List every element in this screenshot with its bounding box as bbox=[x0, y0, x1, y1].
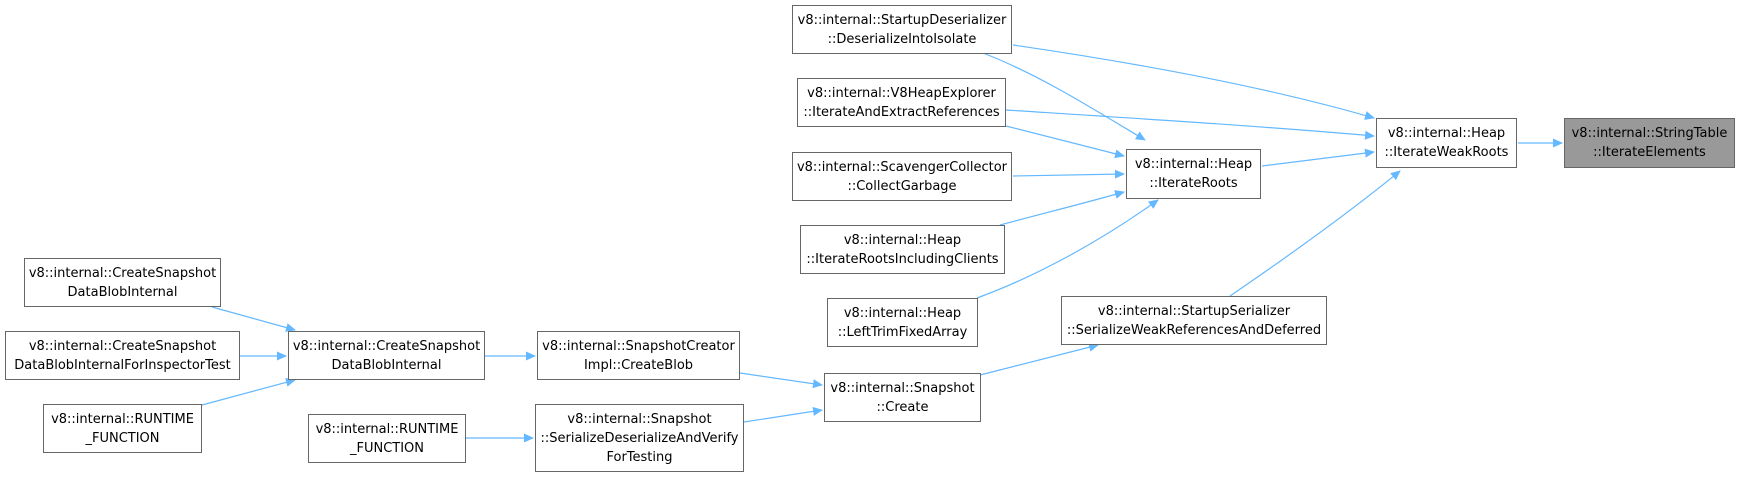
node-label-line: ::LeftTrimFixedArray bbox=[837, 324, 968, 340]
edge-startupser-to-iterateweakroots bbox=[1229, 170, 1401, 297]
node-v8heapexplorer-iterateandextractreferences[interactable]: v8::internal::V8HeapExplorer ::IterateAn… bbox=[797, 78, 1006, 127]
edge-scavenger-to-iterateroots bbox=[1012, 169, 1125, 179]
edge-createblobtop-to-createblobmid bbox=[211, 306, 296, 332]
node-heap-iterateroots[interactable]: v8::internal::Heap ::IterateRoots bbox=[1126, 149, 1261, 199]
edge-heapexplorer-to-iterateweakroots bbox=[1005, 109, 1375, 140]
edge-lefttrim-to-iterateroots bbox=[976, 199, 1159, 299]
edge-rootsclients-to-iterateroots bbox=[999, 190, 1125, 226]
node-label-line: ::Create bbox=[876, 399, 929, 415]
node-snapshot-create[interactable]: v8::internal::Snapshot ::Create bbox=[824, 373, 981, 422]
node-startupdeserializer-deserializeintoisolate[interactable]: v8::internal::StartupDeserializer ::Dese… bbox=[792, 5, 1012, 54]
node-label-line: ForTesting bbox=[606, 449, 673, 465]
node-label-line: v8::internal::V8HeapExplorer bbox=[807, 85, 996, 101]
node-label-line: v8::internal::Heap bbox=[843, 305, 962, 321]
node-label-line: ::CollectGarbage bbox=[847, 178, 957, 194]
node-label-line: ::IterateAndExtractReferences bbox=[803, 104, 1000, 120]
node-label-line: v8::internal::ScavengerCollector bbox=[796, 159, 1008, 175]
node-label-line: v8::internal::SnapshotCreator bbox=[542, 338, 735, 354]
node-createsnapshotdatablobinternal-top[interactable]: v8::internal::CreateSnapshot DataBlobInt… bbox=[24, 258, 221, 307]
node-label-line: v8::internal::CreateSnapshot bbox=[28, 265, 217, 281]
node-label-line: v8::internal::Snapshot bbox=[830, 380, 975, 396]
node-label-line: v8::internal::CreateSnapshot bbox=[28, 338, 217, 354]
node-label-line: v8::internal::StartupSerializer bbox=[1097, 303, 1291, 319]
node-label-line: DataBlobInternal bbox=[67, 284, 178, 300]
node-label-line: ::IterateElements bbox=[1593, 145, 1706, 160]
node-label-line: v8::internal::StringTable bbox=[1571, 126, 1728, 141]
node-heap-iterateweakroots[interactable]: v8::internal::Heap ::IterateWeakRoots bbox=[1376, 118, 1517, 168]
node-snapshotcreatorimpl-createblob[interactable]: v8::internal::SnapshotCreator Impl::Crea… bbox=[537, 331, 740, 380]
node-label-line: ::IterateRootsIncludingClients bbox=[806, 251, 999, 267]
node-label-line: DataBlobInternal bbox=[331, 357, 442, 373]
edge-heapexplorer-to-iterateroots bbox=[1005, 125, 1125, 159]
node-stringtable-iterateelements: v8::internal::StringTable ::IterateEleme… bbox=[1564, 118, 1735, 168]
node-startupserializer-serializeweakreferencesanddeferred[interactable]: v8::internal::StartupSerializer ::Serial… bbox=[1061, 296, 1327, 345]
edge-serializeverify-to-snapshotcreate bbox=[743, 406, 823, 423]
edge-startupdeser-to-iterateroots bbox=[982, 52, 1146, 141]
node-label-line: v8::internal::Snapshot bbox=[567, 411, 712, 427]
node-label-line: ::DeserializeIntoIsolate bbox=[827, 31, 977, 47]
edge-creatorblob-to-snapshotcreate bbox=[739, 372, 823, 389]
edge-startupdeser-to-iterateweakroots bbox=[1012, 44, 1375, 120]
node-runtime-function-1[interactable]: v8::internal::RUNTIME _FUNCTION bbox=[43, 404, 202, 453]
node-scavengercollector-collectgarbage[interactable]: v8::internal::ScavengerCollector ::Colle… bbox=[792, 152, 1012, 201]
node-label-line: ::IterateRoots bbox=[1149, 176, 1238, 191]
node-runtime-function-2[interactable]: v8::internal::RUNTIME _FUNCTION bbox=[308, 414, 466, 463]
node-label-line: DataBlobInternalForInspectorTest bbox=[14, 357, 231, 373]
node-label-line: v8::internal::StartupDeserializer bbox=[797, 12, 1007, 28]
node-label-line: _FUNCTION bbox=[85, 430, 160, 446]
node-label-line: Impl::CreateBlob bbox=[583, 357, 694, 373]
node-snapshot-serializedeserializeandverifyfortesting[interactable]: v8::internal::Snapshot ::SerializeDeseri… bbox=[535, 404, 744, 472]
node-label-line: v8::internal::Heap bbox=[1387, 126, 1506, 141]
node-createsnapshotdatablobinternal-mid[interactable]: v8::internal::CreateSnapshot DataBlobInt… bbox=[288, 331, 485, 380]
node-label-line: ::SerializeDeserializeAndVerify bbox=[540, 430, 739, 446]
node-label-line: v8::internal::RUNTIME bbox=[51, 411, 194, 427]
node-label-line: v8::internal::Heap bbox=[843, 232, 962, 248]
node-label-line: v8::internal::Heap bbox=[1134, 157, 1253, 172]
node-label-line: ::SerializeWeakReferencesAndDeferred bbox=[1066, 322, 1322, 338]
node-createsnapshotdatablobinternalforinspectortest[interactable]: v8::internal::CreateSnapshot DataBlobInt… bbox=[5, 331, 240, 380]
edge-snapshotcreate-to-startupser bbox=[979, 342, 1099, 376]
edge-iterateroots-to-iterateweakroots bbox=[1261, 148, 1375, 167]
node-label-line: v8::internal::CreateSnapshot bbox=[292, 338, 481, 354]
node-label-line: _FUNCTION bbox=[349, 440, 425, 456]
node-heap-lefttrimfixedarray[interactable]: v8::internal::Heap ::LeftTrimFixedArray bbox=[827, 298, 978, 347]
node-heap-iteraterootsincludingclients[interactable]: v8::internal::Heap ::IterateRootsIncludi… bbox=[800, 225, 1005, 274]
edge-runtime1-to-createblobmid bbox=[201, 377, 296, 406]
node-label-line: v8::internal::RUNTIME bbox=[315, 421, 459, 437]
node-label-line: ::IterateWeakRoots bbox=[1384, 145, 1509, 160]
